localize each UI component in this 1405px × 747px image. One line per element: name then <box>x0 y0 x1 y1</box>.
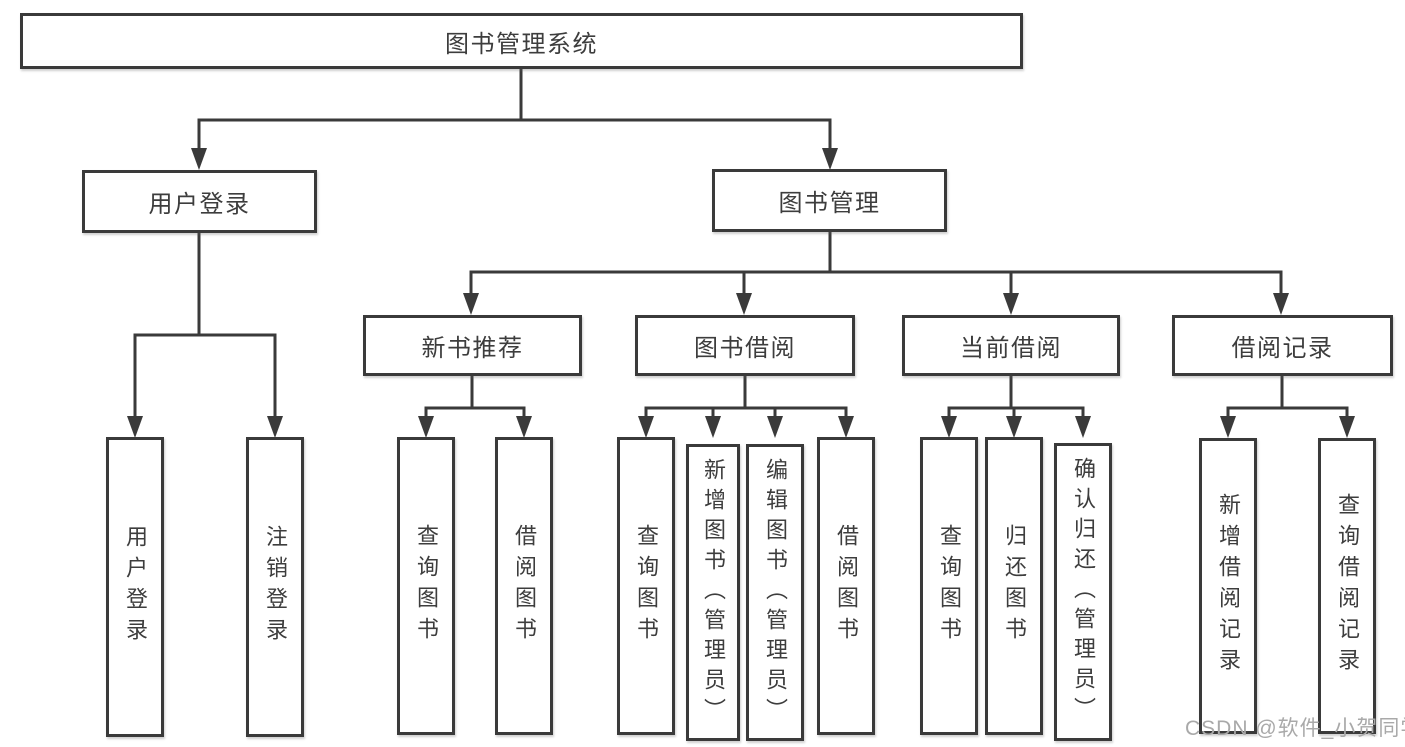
node-borrow-records: 借阅记录 <box>1172 315 1393 376</box>
arrowhead <box>705 416 721 438</box>
node-label: 借阅图书 <box>512 524 537 648</box>
connector-borrow-records-children <box>1220 374 1355 438</box>
node-label: 新书推荐 <box>421 335 524 362</box>
connector-book-management-children <box>463 230 1289 315</box>
arrowhead <box>1339 416 1355 438</box>
csdn-watermark: CSDN @软件_小贺同学 <box>1185 717 1405 740</box>
arrowhead <box>1006 416 1022 438</box>
leaf-query-books-current: 查询图书 <box>920 437 978 735</box>
node-label: 新增图书（管理员） <box>701 457 726 728</box>
node-label: 新增借阅记录 <box>1216 493 1241 679</box>
connector-current-borrow-children <box>941 374 1091 438</box>
arrowhead <box>516 416 532 438</box>
node-book-borrow: 图书借阅 <box>635 315 855 376</box>
node-label: 确认归还（管理员） <box>1071 457 1096 727</box>
arrowhead <box>838 416 854 438</box>
arrowhead <box>127 416 143 438</box>
arrowhead <box>638 416 654 438</box>
arrowhead <box>418 416 434 438</box>
leaf-query-books-recommend: 查询图书 <box>397 437 455 735</box>
node-root-library-system: 图书管理系统 <box>20 13 1023 69</box>
node-new-book-recommend: 新书推荐 <box>363 315 582 376</box>
node-label: 借阅记录 <box>1231 335 1334 362</box>
leaf-user-login: 用户登录 <box>106 437 164 737</box>
arrowhead <box>767 416 783 438</box>
connector-root-to-level2 <box>191 67 838 170</box>
node-book-management: 图书管理 <box>712 169 947 232</box>
arrowhead <box>736 293 752 315</box>
node-label: 借阅图书 <box>834 524 859 648</box>
connector-new-book-children <box>418 374 532 438</box>
node-label: 查询图书 <box>414 524 439 648</box>
leaf-query-borrow-record: 查询借阅记录 <box>1318 438 1376 734</box>
arrowhead <box>1075 416 1091 438</box>
arrowhead <box>463 293 479 315</box>
node-label: 查询图书 <box>937 524 962 648</box>
node-current-borrow: 当前借阅 <box>902 315 1120 376</box>
arrowhead <box>941 416 957 438</box>
node-label: 图书管理系统 <box>445 30 598 58</box>
arrowhead <box>191 148 207 170</box>
node-label: 查询图书 <box>634 524 659 648</box>
arrowhead <box>822 148 838 170</box>
leaf-borrow-books-borrow: 借阅图书 <box>817 437 875 735</box>
leaf-query-books-borrow: 查询图书 <box>617 437 675 735</box>
leaf-logout: 注销登录 <box>246 437 304 737</box>
leaf-edit-book-admin: 编辑图书（管理员） <box>746 444 804 741</box>
arrowhead <box>1003 293 1019 315</box>
node-label: 归还图书 <box>1002 524 1027 648</box>
node-label: 查询借阅记录 <box>1335 493 1360 679</box>
node-label: 用户登录 <box>123 525 148 649</box>
node-label: 图书借阅 <box>694 335 796 362</box>
leaf-return-book: 归还图书 <box>985 437 1043 735</box>
arrowhead <box>1220 416 1236 438</box>
node-user-login: 用户登录 <box>82 170 317 233</box>
leaf-borrow-books-recommend: 借阅图书 <box>495 437 553 735</box>
connector-book-borrow-children <box>638 374 854 438</box>
node-label: 编辑图书（管理员） <box>763 457 788 728</box>
connector-user-login-children <box>127 231 283 438</box>
node-label: 当前借阅 <box>960 335 1062 362</box>
leaf-confirm-return-admin: 确认归还（管理员） <box>1054 443 1112 741</box>
leaf-add-borrow-record: 新增借阅记录 <box>1199 438 1257 734</box>
node-label: 用户登录 <box>148 191 251 218</box>
node-label: 图书管理 <box>778 190 881 217</box>
leaf-add-book-admin: 新增图书（管理员） <box>686 444 740 741</box>
node-label: 注销登录 <box>263 525 288 649</box>
arrowhead <box>267 416 283 438</box>
arrowhead <box>1273 293 1289 315</box>
